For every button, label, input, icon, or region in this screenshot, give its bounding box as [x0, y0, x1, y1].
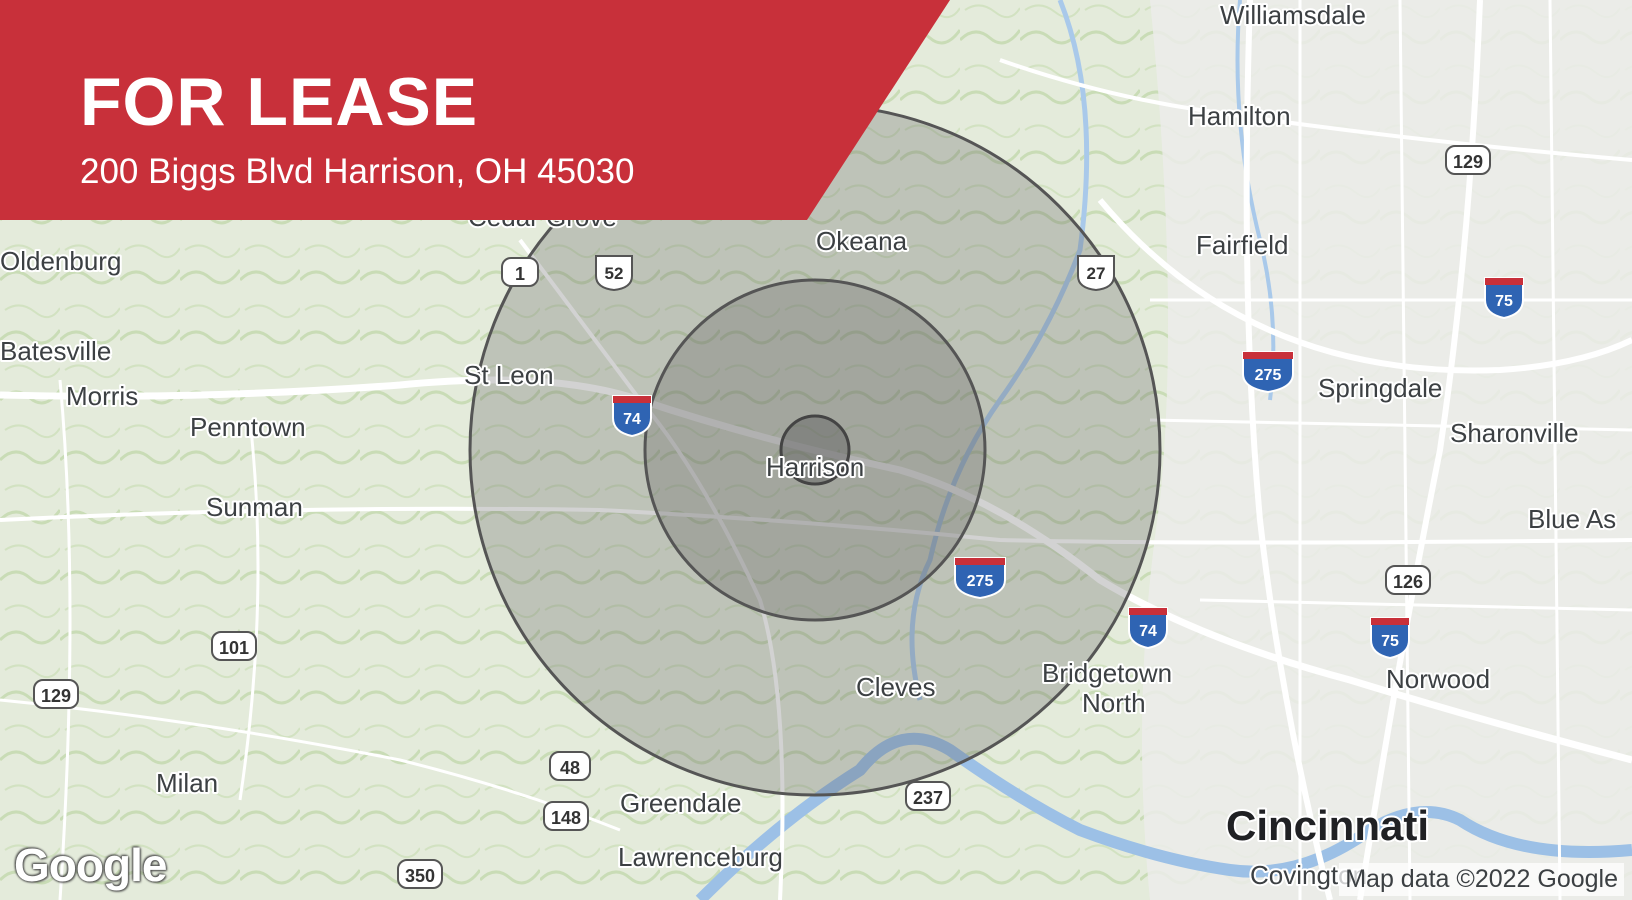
svg-text:75: 75: [1495, 293, 1513, 310]
place-label: Morris: [66, 381, 138, 411]
place-label: North: [1082, 688, 1146, 718]
svg-text:27: 27: [1087, 264, 1106, 283]
place-label: Penntown: [190, 412, 306, 442]
place-label: Cleves: [856, 672, 935, 702]
interstate-shield: 74: [612, 395, 652, 438]
svg-text:129: 129: [41, 686, 71, 706]
svg-text:350: 350: [405, 866, 435, 886]
place-label: Okeana: [816, 226, 908, 256]
place-label: Sunman: [206, 492, 303, 522]
listing-banner: [0, 0, 950, 220]
svg-text:237: 237: [913, 788, 943, 808]
state-route-shield: 48: [549, 751, 591, 781]
place-label: Oldenburg: [0, 246, 121, 276]
state-route-shield: 148: [543, 801, 589, 831]
place-label: Lawrenceburg: [618, 842, 783, 872]
map-attribution[interactable]: Map data ©2022 Google: [1339, 863, 1624, 896]
svg-text:275: 275: [967, 573, 994, 590]
state-route-shield: 129: [1445, 145, 1491, 175]
us-route-shield: 52: [595, 255, 633, 292]
state-route-shield: 101: [211, 631, 257, 661]
svg-text:74: 74: [623, 411, 641, 428]
listing-address: 200 Biggs Blvd Harrison, OH 45030: [80, 152, 635, 191]
river: [1235, 0, 1276, 401]
svg-text:126: 126: [1393, 572, 1423, 592]
svg-text:101: 101: [219, 638, 249, 658]
place-label: Milan: [156, 768, 218, 798]
svg-text:48: 48: [560, 758, 580, 778]
svg-text:74: 74: [1139, 623, 1157, 640]
place-label: Bridgetown: [1042, 658, 1172, 688]
us-route-shield: 27: [1077, 255, 1115, 292]
google-logo[interactable]: Google: [14, 839, 167, 891]
state-route-shield: 237: [905, 781, 951, 811]
place-label: St Leon: [464, 360, 554, 390]
interstate-shield: 275: [954, 557, 1006, 600]
place-label: Springdale: [1318, 373, 1442, 403]
state-route-shield: 1: [501, 257, 539, 287]
svg-text:75: 75: [1381, 633, 1399, 650]
place-label: Batesville: [0, 336, 111, 366]
interstate-shield: 275: [1242, 351, 1294, 394]
place-label: Harrison: [766, 452, 864, 482]
radius-ring-inner: [779, 414, 851, 486]
place-label: Norwood: [1386, 664, 1490, 694]
interstate-shield: 75: [1484, 277, 1524, 320]
place-label: Fairfield: [1196, 230, 1288, 260]
svg-text:52: 52: [605, 264, 624, 283]
interstate-shield: 74: [1128, 607, 1168, 650]
svg-text:129: 129: [1453, 152, 1483, 172]
great-miami-river: [909, 0, 1090, 701]
svg-text:275: 275: [1255, 367, 1282, 384]
listing-title: FOR LEASE: [80, 64, 479, 140]
svg-text:1: 1: [515, 264, 525, 284]
state-route-shield: 350: [397, 859, 443, 889]
place-label: Greendale: [620, 788, 741, 818]
place-label: Hamilton: [1188, 101, 1291, 131]
svg-text:148: 148: [551, 808, 581, 828]
radius-rings: [468, 103, 1162, 797]
state-route-shield: 129: [33, 679, 79, 709]
urban-area: [1142, 0, 1632, 900]
place-label: Cincinnati: [1226, 802, 1429, 849]
interstate-shield: 75: [1370, 617, 1410, 660]
ohio-river: [695, 732, 1632, 900]
state-route-shield: 126: [1385, 565, 1431, 595]
place-label: Sharonville: [1450, 418, 1579, 448]
place-label: Williamsdale: [1220, 0, 1366, 30]
route-shields: 129 1 52 27 75 275: [33, 145, 1524, 889]
place-label: Blue As: [1528, 504, 1616, 534]
radius-ring-middle: [643, 278, 987, 622]
